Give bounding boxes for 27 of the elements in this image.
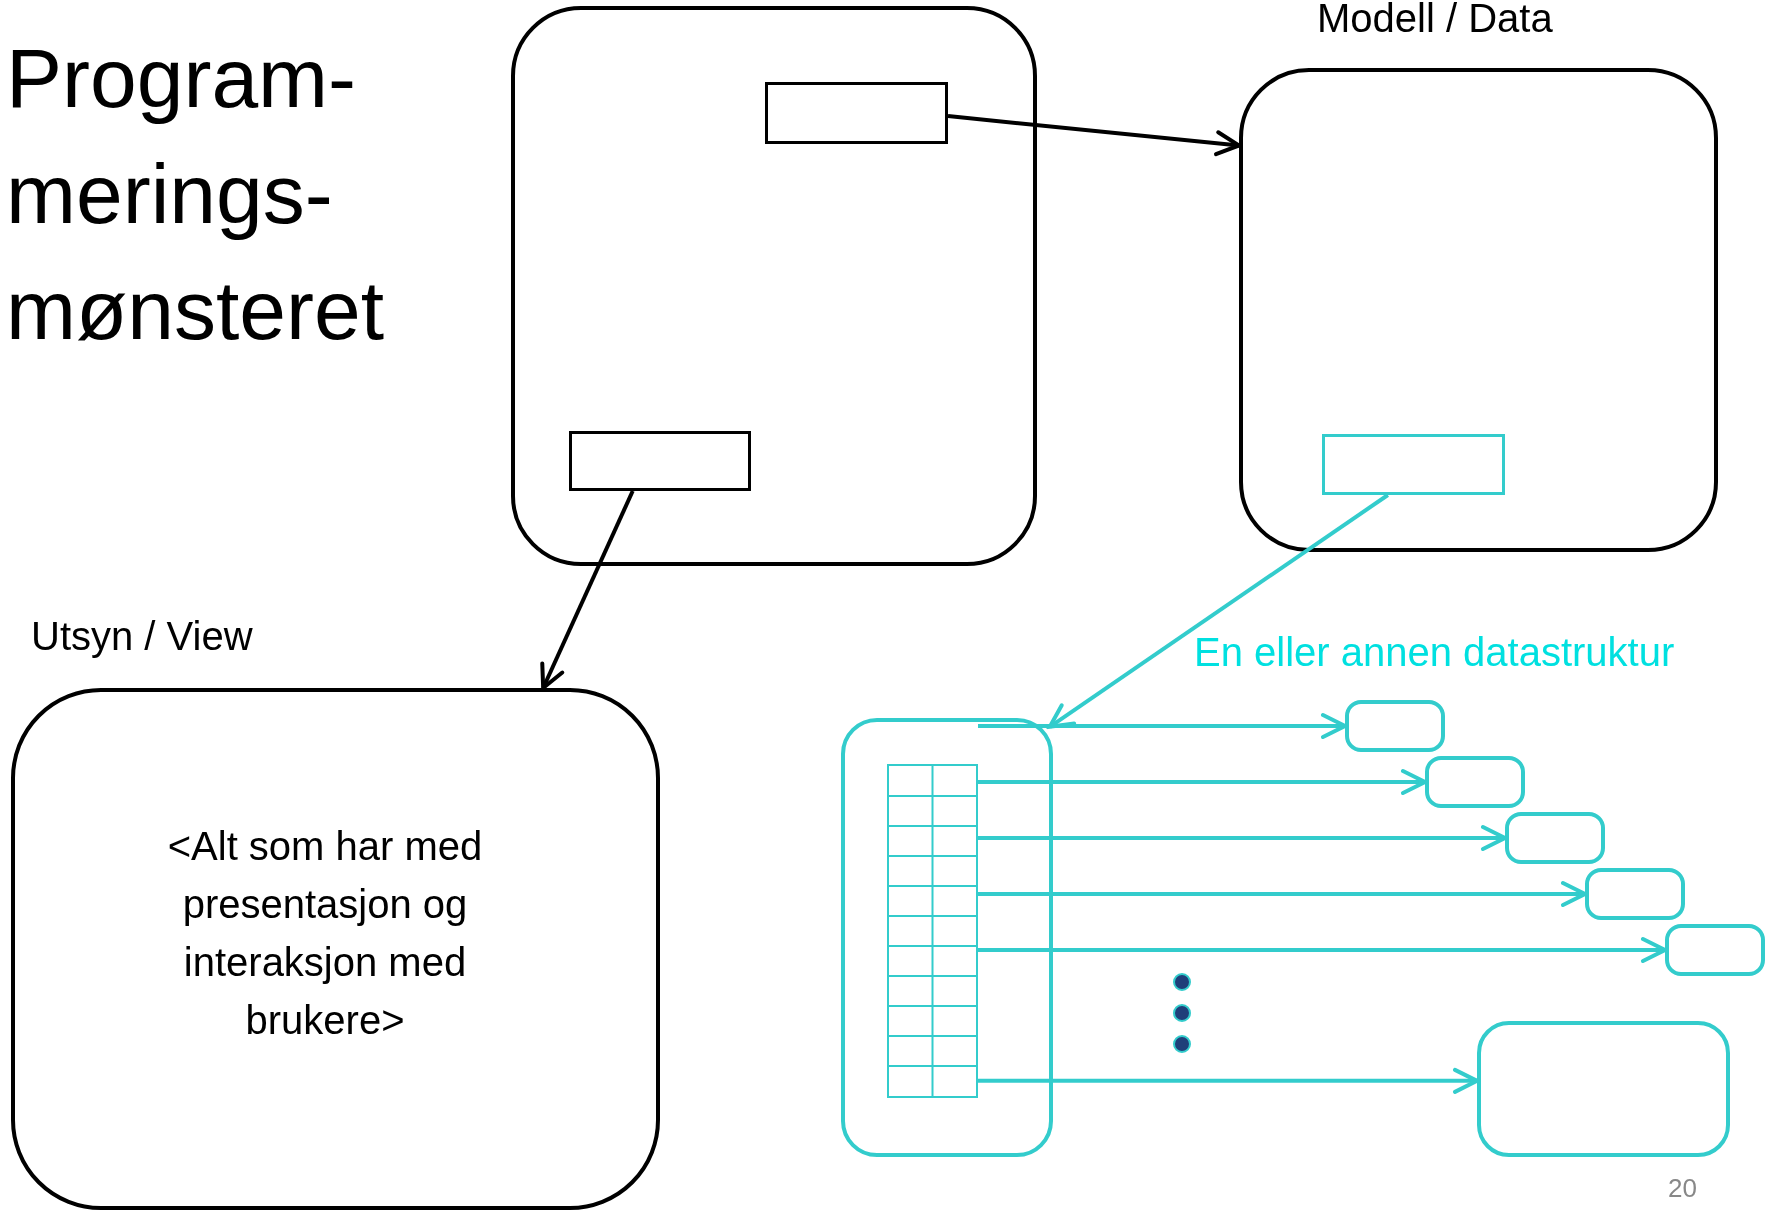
rectangle xyxy=(569,431,751,491)
rounded-box xyxy=(1425,756,1525,808)
arrow xyxy=(1047,493,1389,729)
arrow xyxy=(978,825,1507,851)
box-heading: Utsyn / View xyxy=(31,614,253,659)
table-grid xyxy=(887,764,978,1098)
arrow xyxy=(978,713,1347,739)
rectangle xyxy=(765,82,948,144)
rounded-box xyxy=(1665,924,1765,976)
structure-label: En eller annen datastruktur xyxy=(1194,630,1675,675)
rounded-box xyxy=(841,718,1053,1157)
arrow xyxy=(978,769,1427,795)
arrow xyxy=(978,881,1587,907)
arrow xyxy=(978,937,1667,963)
rounded-box xyxy=(511,6,1037,566)
rounded-box xyxy=(1345,700,1445,752)
box-heading: Modell / Data xyxy=(1317,0,1553,41)
arrow xyxy=(947,114,1241,157)
page-number: 20 xyxy=(1668,1173,1697,1204)
rectangle xyxy=(1322,434,1505,495)
rounded-box xyxy=(1505,812,1605,864)
arrow xyxy=(540,490,635,690)
slide-title: Program- merings- mønsteret xyxy=(6,30,386,359)
arrow xyxy=(978,1067,1479,1094)
rounded-box xyxy=(1585,868,1685,920)
rounded-box xyxy=(1477,1021,1730,1157)
box-text: <Alt som har med presentasjon og interaksjon med brukere> xyxy=(166,823,484,1044)
